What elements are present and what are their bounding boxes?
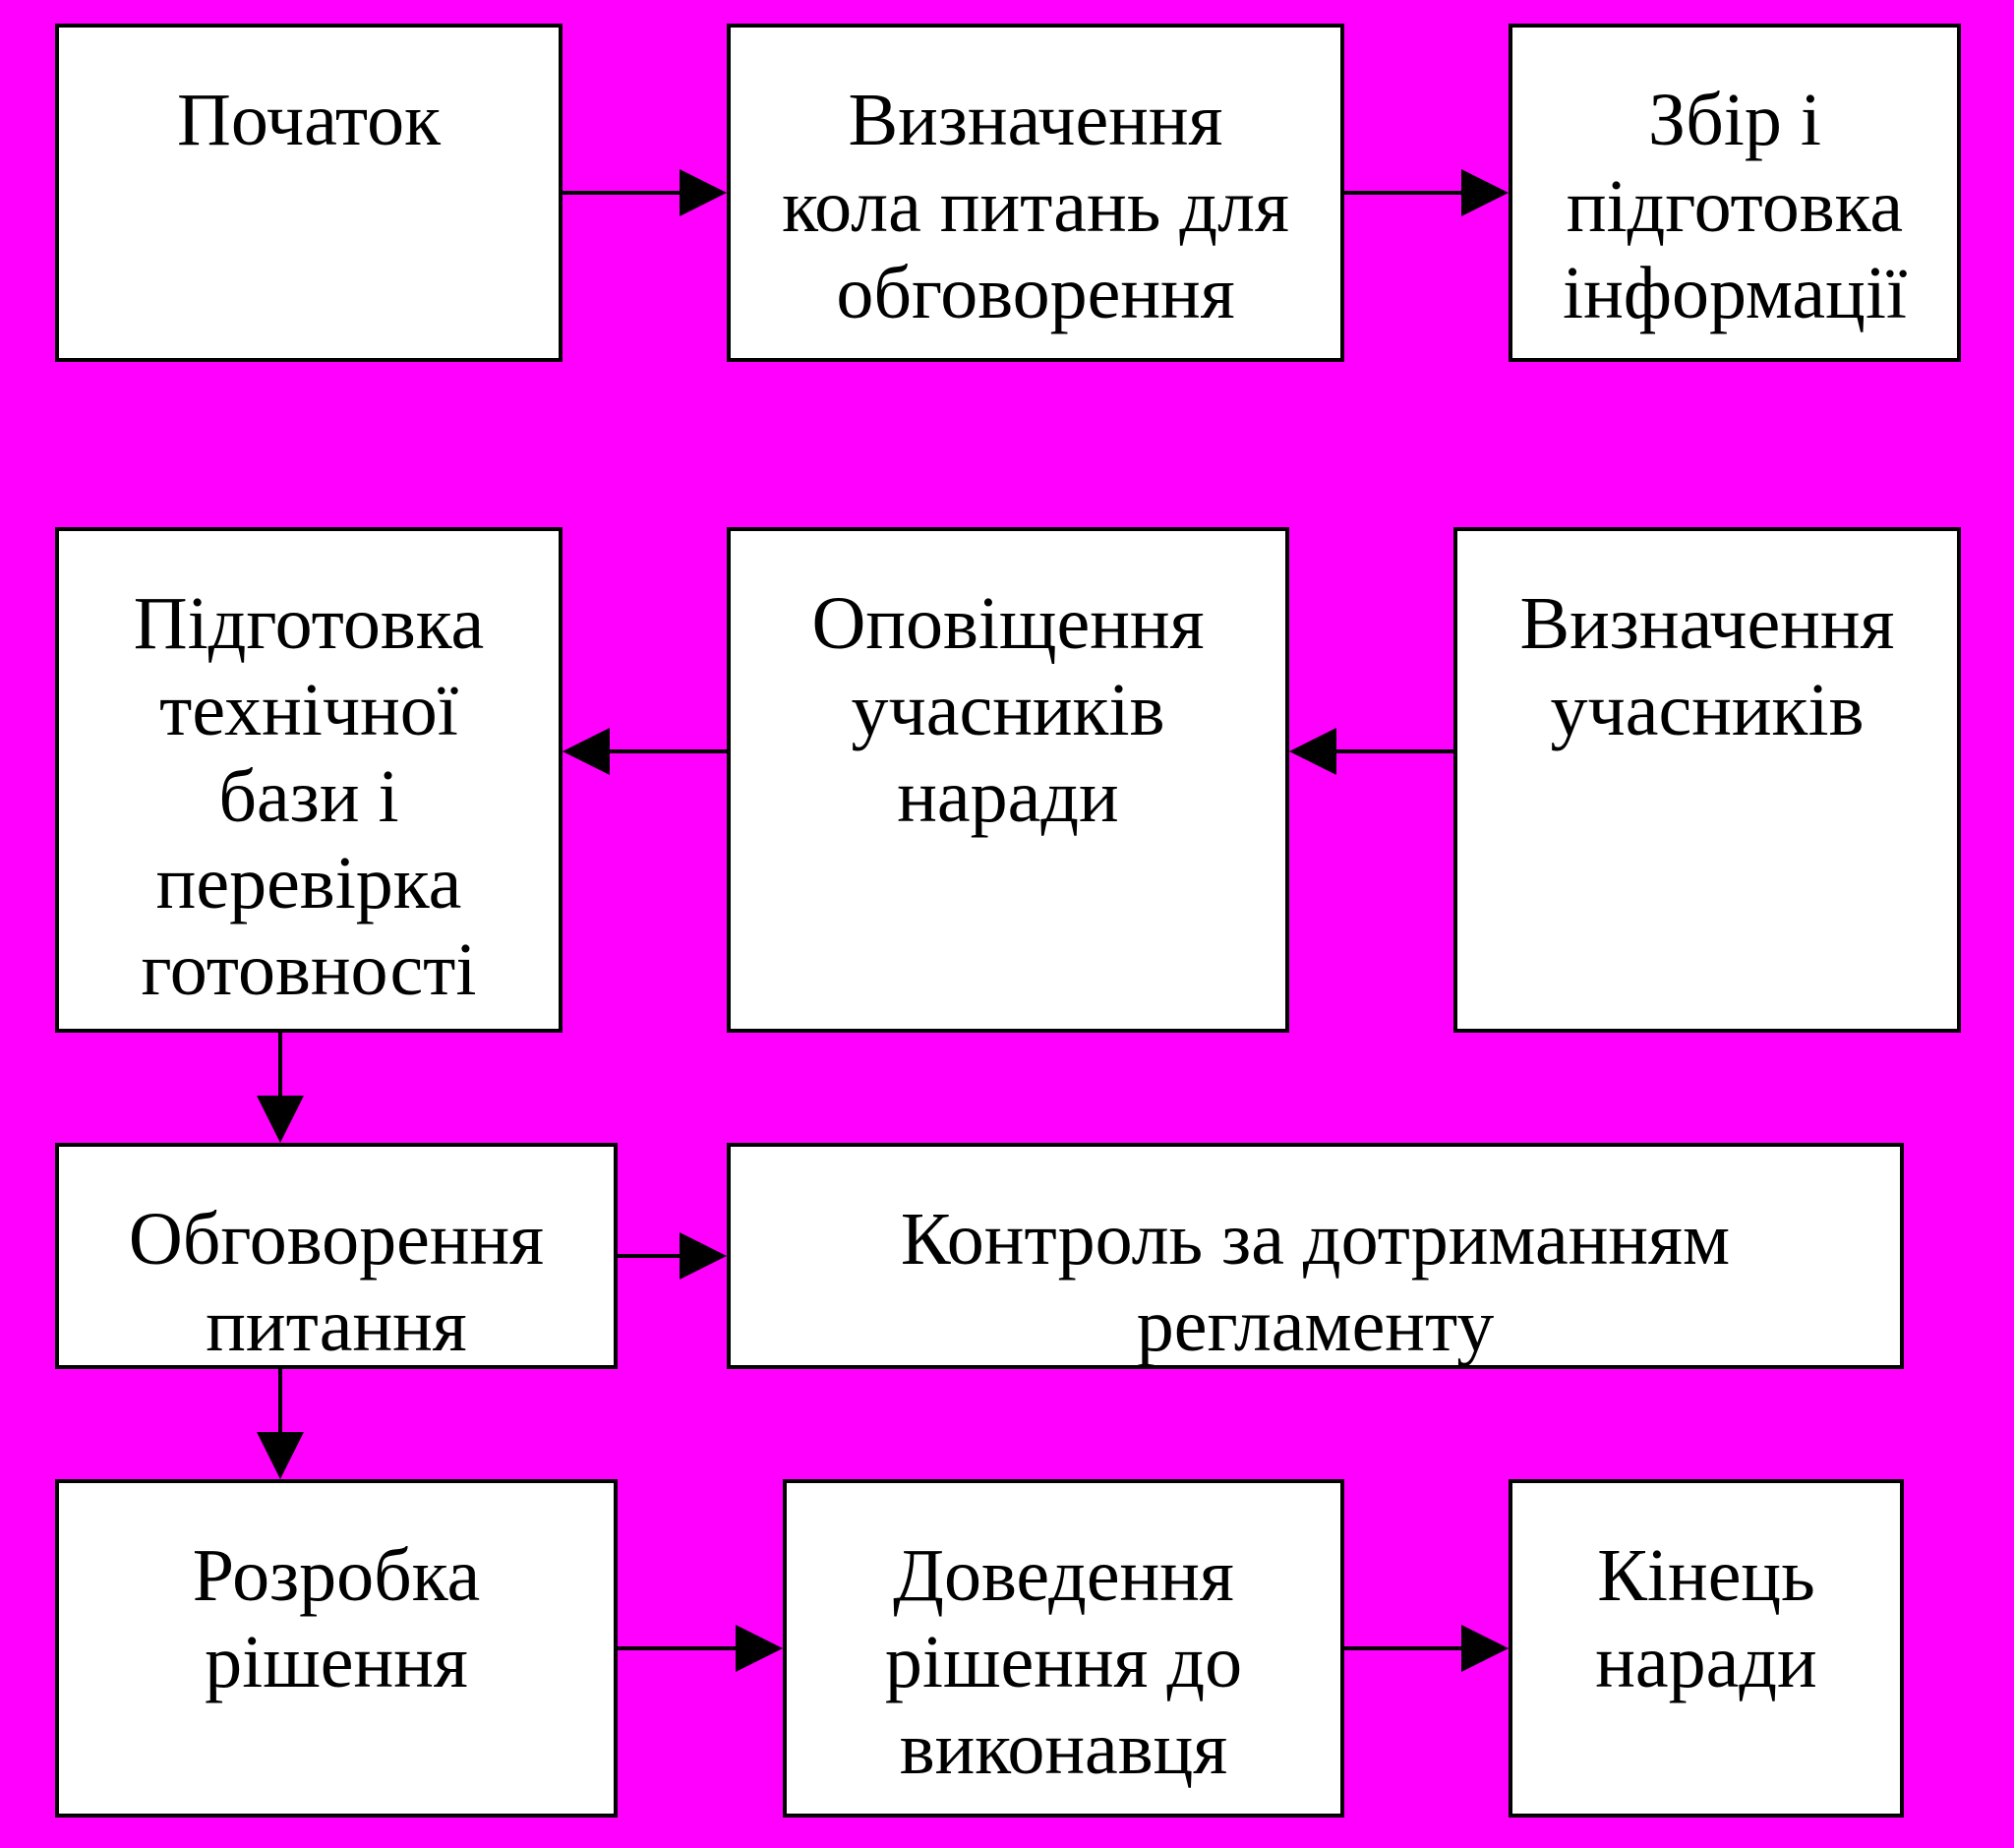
arrowhead-down-2 (257, 1432, 304, 1479)
node-end: Кінець наради (1509, 1479, 1904, 1818)
node-collect-info: Збір і підготовка інформації (1509, 24, 1961, 362)
node-decision: Розробка рішення (55, 1479, 618, 1818)
arrowhead-left-1 (1289, 728, 1336, 775)
node-collect-info-label: Збір і підготовка інформації (1562, 79, 1908, 334)
node-start-label: Початок (176, 79, 442, 161)
node-deliver: Доведення рішення до виконавця (783, 1479, 1344, 1818)
node-define-participants: Визначення учасників (1453, 527, 1961, 1033)
arrowhead-left-2 (563, 728, 610, 775)
node-prepare-tech: Підготовка технічної бази і перевірка го… (55, 527, 563, 1033)
node-control: Контроль за дотриманням регламенту (727, 1143, 1904, 1369)
node-discussion: Обговорення питання (55, 1143, 618, 1369)
node-prepare-tech-label: Підготовка технічної бази і перевірка го… (133, 582, 485, 1011)
node-discussion-label: Обговорення питання (128, 1198, 545, 1367)
arrowhead-right-4 (736, 1625, 783, 1672)
arrowhead-right-2 (1461, 169, 1509, 216)
node-decision-label: Розробка рішення (192, 1534, 481, 1703)
arrowhead-right-3 (680, 1232, 727, 1280)
arrowhead-down-1 (257, 1096, 304, 1143)
node-notify: Оповіщення учасників наради (727, 527, 1289, 1033)
node-start: Початок (55, 24, 563, 362)
node-notify-label: Оповіщення учасників наради (811, 582, 1205, 838)
node-control-label: Контроль за дотриманням регламенту (900, 1198, 1731, 1367)
node-deliver-label: Доведення рішення до виконавця (884, 1534, 1243, 1790)
node-define-participants-label: Визначення учасників (1519, 582, 1895, 751)
node-define-questions-label: Визначення кола питань для обговорення (782, 79, 1289, 334)
arrowhead-right-1 (680, 169, 727, 216)
arrowhead-right-5 (1461, 1625, 1509, 1672)
node-end-label: Кінець наради (1595, 1534, 1817, 1703)
node-define-questions: Визначення кола питань для обговорення (727, 24, 1344, 362)
